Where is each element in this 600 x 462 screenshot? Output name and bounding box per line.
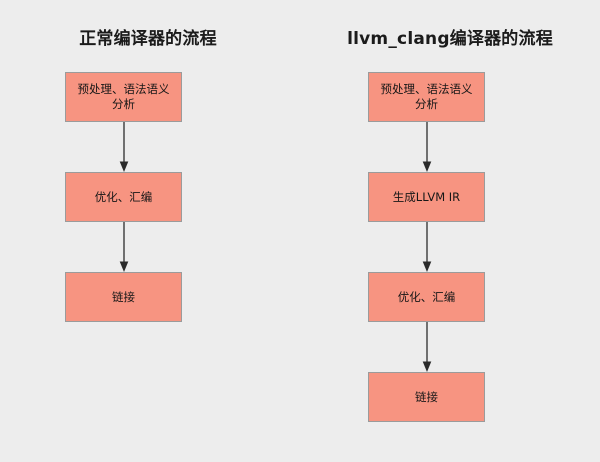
- node-label-preprocess-parse: 预处理、语法语义分析: [77, 82, 170, 111]
- flow-column-normal-compiler: 正常编译器的流程 预处理、语法语义分析 优化、汇编 链接: [65, 29, 217, 322]
- node-link: 链接: [65, 272, 182, 322]
- arrow-emit-llvm-ir-to-optimize: [420, 222, 434, 272]
- node-label-optimize-assemble-2: 优化、汇编: [397, 289, 456, 304]
- arrow-preprocess-to-optimize: [117, 122, 131, 172]
- node-label-preprocess-parse-2: 预处理、语法语义分析: [380, 82, 473, 111]
- node-label-optimize-assemble: 优化、汇编: [94, 189, 153, 204]
- node-label-emit-llvm-ir: 生成LLVM IR: [392, 189, 461, 204]
- arrow-optimize-to-link-2: [420, 322, 434, 372]
- node-label-link-2: 链接: [415, 389, 438, 404]
- column-title-llvm-clang-compiler: llvm_clang编译器的流程: [347, 29, 553, 49]
- node-link-2: 链接: [368, 372, 485, 422]
- arrow-preprocess-to-emit-llvm-ir: [420, 122, 434, 172]
- node-label-link: 链接: [112, 289, 135, 304]
- flow-column-llvm-clang-compiler: llvm_clang编译器的流程 预处理、语法语义分析 生成LLVM IR 优化…: [300, 0, 600, 462]
- arrow-optimize-to-link: [117, 222, 131, 272]
- node-preprocess-parse: 预处理、语法语义分析: [65, 72, 182, 122]
- node-optimize-assemble-2: 优化、汇编: [368, 272, 485, 322]
- node-optimize-assemble: 优化、汇编: [65, 172, 182, 222]
- column-title-normal-compiler: 正常编译器的流程: [79, 29, 217, 49]
- node-preprocess-parse-2: 预处理、语法语义分析: [368, 72, 485, 122]
- node-emit-llvm-ir: 生成LLVM IR: [368, 172, 485, 222]
